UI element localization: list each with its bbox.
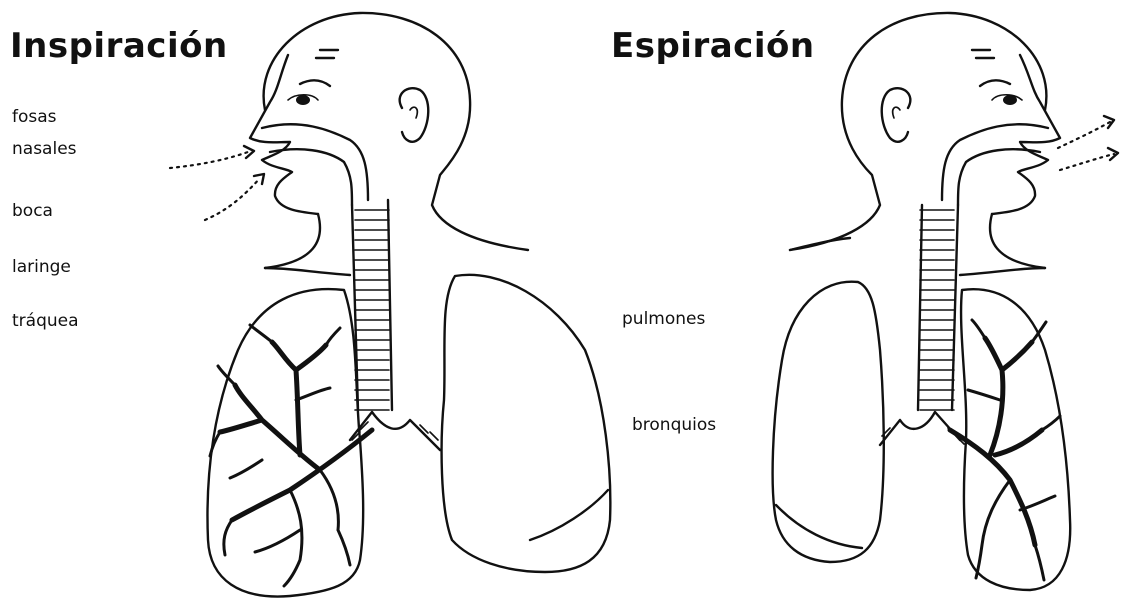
ear <box>400 88 429 142</box>
expiration-figure <box>773 13 1118 590</box>
head-outline-right <box>790 13 1046 250</box>
outflow-arrow-nose <box>1058 122 1110 148</box>
inflow-arrow-mouth <box>205 178 260 220</box>
face-profile-right <box>992 55 1060 214</box>
inflow-arrow-nose <box>170 152 248 168</box>
right-lung-expiration <box>961 289 1070 590</box>
head-outline <box>264 13 528 250</box>
ear-right <box>882 88 911 142</box>
right-lung-inspiration <box>442 275 611 572</box>
outflow-arrow-mouth <box>1060 154 1114 170</box>
face-profile <box>250 55 318 214</box>
left-lung-expiration <box>773 282 884 562</box>
bronchial-tree <box>220 342 372 520</box>
inspiration-figure <box>170 13 610 597</box>
